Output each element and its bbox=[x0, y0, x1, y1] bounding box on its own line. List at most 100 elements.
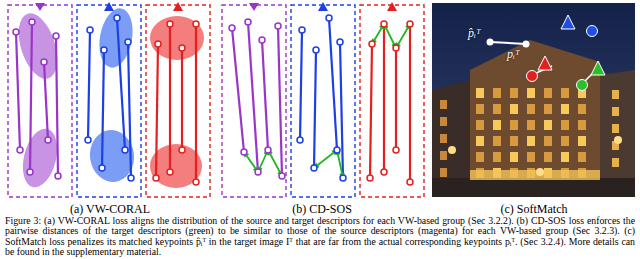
keypoint-label: pᵢᵀ bbox=[507, 48, 520, 61]
keypoint-circle bbox=[527, 71, 538, 82]
window bbox=[493, 136, 501, 146]
window bbox=[561, 136, 569, 146]
window bbox=[510, 104, 518, 114]
window bbox=[544, 88, 552, 98]
keypoint-dot bbox=[393, 147, 399, 153]
descriptor-line bbox=[314, 50, 316, 168]
window bbox=[527, 152, 535, 162]
window bbox=[578, 104, 586, 114]
window bbox=[612, 158, 619, 167]
group-marker bbox=[387, 2, 397, 11]
keypoint-dot bbox=[179, 45, 185, 51]
distance-line bbox=[396, 24, 410, 48]
keypoint-circle bbox=[587, 26, 598, 37]
descriptor-line bbox=[117, 18, 125, 150]
keypoint-dot bbox=[326, 15, 332, 21]
descriptor-line bbox=[195, 24, 197, 182]
match-line bbox=[490, 42, 526, 44]
window bbox=[544, 152, 552, 162]
distribution-ellipse bbox=[95, 6, 137, 71]
group-box bbox=[77, 5, 141, 197]
keypoint-dot bbox=[114, 15, 120, 21]
keypoint-dot bbox=[193, 21, 199, 27]
window bbox=[476, 136, 484, 146]
keypoint-dot bbox=[340, 175, 346, 181]
descriptor-line bbox=[156, 44, 158, 178]
window bbox=[578, 136, 586, 146]
window bbox=[493, 120, 501, 130]
keypoint-dot bbox=[101, 47, 107, 53]
figure-caption: Figure 3: (a) VW-CORAL loss aligns the d… bbox=[5, 216, 635, 258]
window bbox=[440, 117, 447, 126]
window bbox=[527, 120, 535, 130]
keypoint-triangle bbox=[591, 61, 605, 75]
keypoint-dot bbox=[279, 173, 285, 179]
keypoint-dot bbox=[17, 147, 23, 153]
descriptor-line bbox=[340, 42, 343, 178]
night-sky bbox=[432, 3, 635, 197]
distance-line bbox=[337, 150, 343, 178]
window bbox=[476, 152, 484, 162]
keypoint-dot bbox=[259, 37, 265, 43]
group-box bbox=[360, 5, 424, 197]
descriptor-line bbox=[370, 44, 372, 178]
keypoint-dot bbox=[179, 147, 185, 153]
descriptor-line bbox=[248, 22, 258, 172]
window bbox=[440, 168, 447, 177]
window bbox=[561, 152, 569, 162]
window bbox=[440, 134, 447, 143]
window bbox=[476, 88, 484, 98]
group-marker bbox=[173, 2, 183, 11]
keypoint-dot bbox=[155, 41, 161, 47]
keypoint-dot bbox=[122, 147, 128, 153]
street-light bbox=[448, 146, 456, 154]
keypoint-dot bbox=[167, 21, 173, 27]
street-light bbox=[536, 168, 544, 176]
building bbox=[470, 40, 600, 197]
panel-label: (c) SoftMatch bbox=[434, 202, 634, 216]
window bbox=[440, 100, 447, 109]
descriptor-line bbox=[329, 18, 337, 150]
keypoint-dot bbox=[381, 21, 387, 27]
window bbox=[612, 107, 619, 116]
descriptor-line bbox=[102, 50, 104, 168]
keypoint-dot bbox=[45, 137, 51, 143]
window bbox=[561, 120, 569, 130]
distance-line bbox=[314, 150, 337, 168]
group-box bbox=[222, 5, 286, 197]
keypoint-dot bbox=[167, 169, 173, 175]
keypoint-dot bbox=[255, 169, 261, 175]
keypoint-dot bbox=[153, 175, 159, 181]
descriptor-line bbox=[88, 30, 90, 140]
keypoint-dot bbox=[393, 45, 399, 51]
descriptor-line bbox=[169, 24, 171, 172]
window bbox=[544, 104, 552, 114]
keypoint-dot bbox=[128, 175, 134, 181]
distribution-ellipse bbox=[150, 144, 202, 188]
group-marker bbox=[318, 2, 328, 11]
keypoint-dot bbox=[193, 179, 199, 185]
keypoint-dot bbox=[27, 169, 33, 175]
panel-label: (a) VW-CORAL bbox=[10, 202, 210, 216]
keypoint-dot bbox=[311, 165, 317, 171]
window bbox=[612, 90, 619, 99]
descriptor-line bbox=[232, 28, 244, 152]
keypoint-dot bbox=[13, 29, 19, 35]
keypoint-label: p̂ᵢᵀ bbox=[468, 27, 481, 40]
keypoint-dot bbox=[55, 173, 61, 179]
keypoint-dot bbox=[487, 39, 494, 46]
window bbox=[612, 124, 619, 133]
descriptor-line bbox=[383, 24, 385, 172]
keypoint-dot bbox=[53, 33, 59, 39]
keypoint-dot bbox=[337, 39, 343, 45]
keypoint-dot bbox=[407, 179, 413, 185]
descriptor-line bbox=[128, 42, 131, 178]
window bbox=[544, 120, 552, 130]
keypoint-dot bbox=[297, 137, 303, 143]
keypoint-dot bbox=[265, 147, 271, 153]
keypoint-dot bbox=[29, 19, 35, 25]
keypoint-dot bbox=[381, 169, 387, 175]
keypoint-triangle bbox=[561, 15, 575, 29]
descriptor-line bbox=[30, 22, 32, 172]
group-box bbox=[291, 5, 355, 197]
